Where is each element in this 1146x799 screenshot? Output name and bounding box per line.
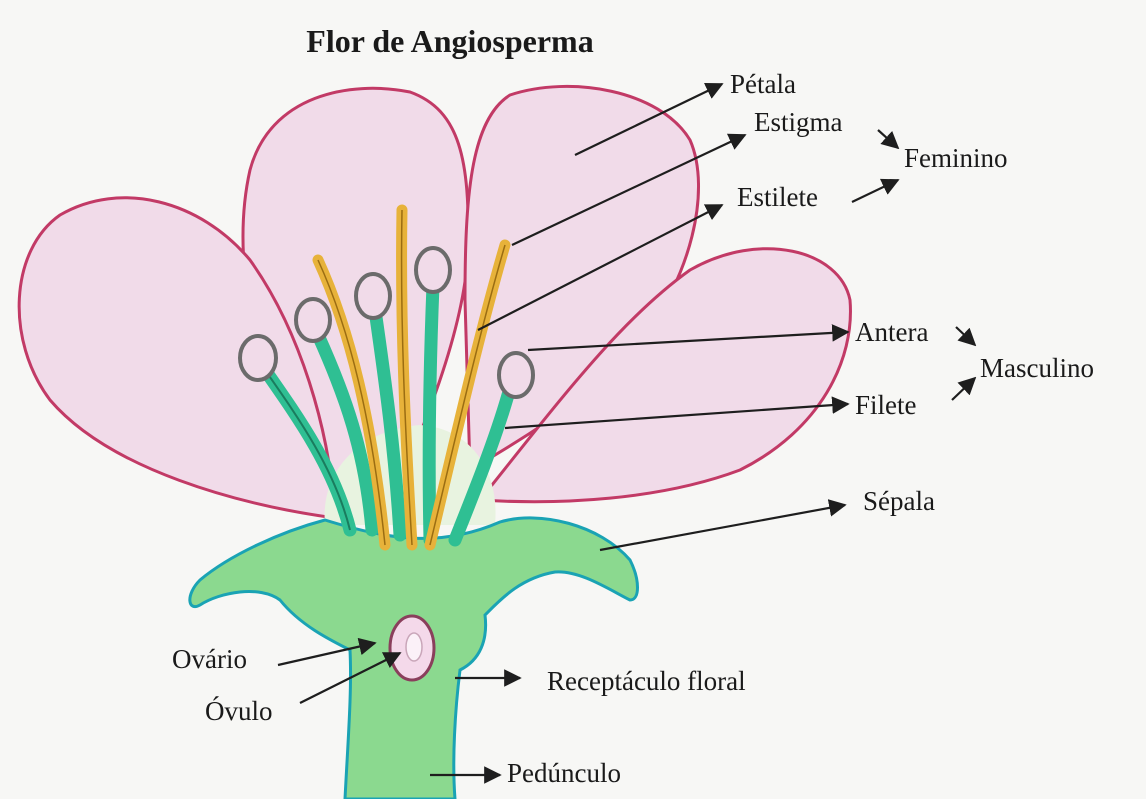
stamens: [238, 246, 535, 547]
label-ovario: Ovário: [172, 644, 247, 674]
petal-left: [17, 196, 337, 520]
label-petala: Pétala: [730, 69, 796, 99]
label-receptaculo: Receptáculo floral: [547, 666, 746, 696]
label-sepala: Sépala: [863, 486, 935, 516]
stamen: [448, 351, 535, 547]
label-estilete: Estilete: [737, 182, 818, 212]
label-feminino: Feminino: [904, 143, 1008, 173]
label-ovulo: Óvulo: [205, 696, 273, 726]
label-antera: Antera: [855, 317, 928, 347]
stamen: [294, 297, 379, 537]
petal-right: [477, 247, 852, 504]
labels: Pétala Estigma Feminino Estilete Antera …: [172, 69, 1094, 788]
pointers: [277, 82, 977, 784]
styles: [312, 204, 511, 551]
stamen: [354, 272, 407, 542]
label-masculino: Masculino: [980, 353, 1094, 383]
label-pedunculo: Pedúnculo: [507, 758, 621, 788]
diagram-title: Flor de Angiosperma: [306, 23, 593, 59]
stamen: [414, 246, 452, 547]
label-filete: Filete: [855, 390, 917, 420]
stamen: [238, 334, 357, 537]
ovule: [405, 632, 423, 662]
label-estigma: Estigma: [754, 107, 843, 137]
